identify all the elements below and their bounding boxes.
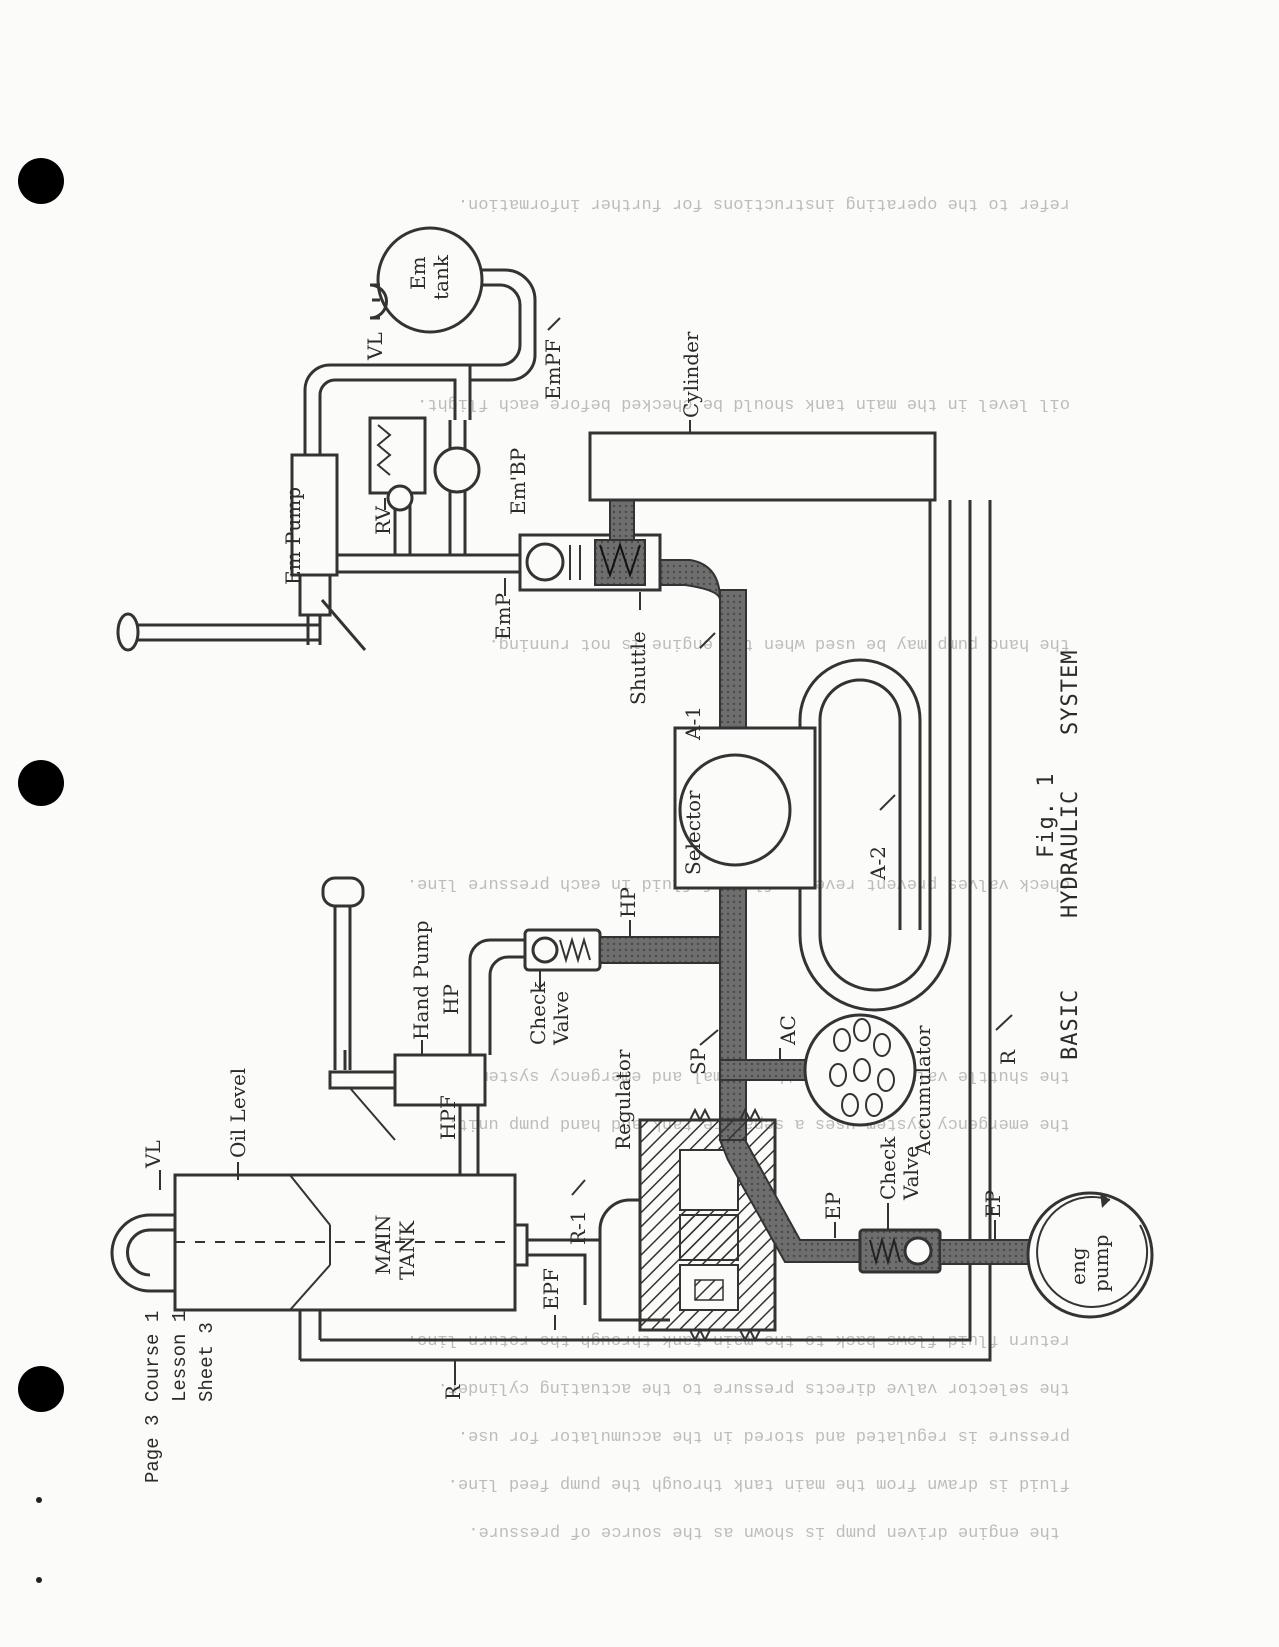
title-hydraulic: HYDRAULIC [1058,790,1083,918]
emergency-pump [116,453,367,652]
relief-valve [368,416,427,512]
accumulator [803,1013,917,1127]
hand-pump [321,876,487,1141]
a2-line [798,500,952,1012]
rv-label: RV [371,506,395,535]
check-valve-upper-label-2: Valve [549,991,573,1046]
em-pump-label: Em Pump [281,487,305,585]
hp-line-label: HP [616,887,640,918]
punch-hole-middle [18,760,64,806]
upper-check-valve [523,928,602,972]
emergency-tank [369,226,484,334]
em-tank-label-1: Em [406,256,430,290]
oil-level-label: Oil Level [226,1068,250,1158]
em-bp-label: Em'BP [506,448,530,515]
hpf-label: HPF [436,1095,460,1140]
epf-label: EPF [539,1268,563,1310]
engine-pump [1026,1191,1154,1319]
empf-label: EmPF [541,339,565,400]
svg-text:the selector valve directs pre: the selector valve directs pressure to t… [437,1378,1070,1397]
regulator [638,1107,861,1343]
margin-mark [36,1577,42,1583]
r-bottom-label: R [441,1384,465,1400]
em-bypass-valve [433,446,481,494]
hp-hand-label: HP [439,984,463,1015]
figure-caption: Fig. 1 [1034,773,1059,858]
shuttle-label: Shuttle [626,631,650,705]
ep-pump-label: EP [981,1190,1005,1218]
hand-pump-label: Hand Pump [409,920,433,1040]
r1-line [598,1198,640,1240]
page-number: Page 3 [142,1415,164,1483]
a2-label: A-2 [866,846,890,881]
feed-lines [458,1100,670,1322]
vl-main-label: VL [141,1140,165,1169]
punch-hole-bottom [18,1366,64,1412]
svg-text:oil level in the main tank sho: oil level in the main tank should be che… [417,394,1070,413]
shuttle-valve [518,533,662,592]
main-tank-label-main: MAIN [371,1215,395,1275]
r1-label: R-1 [566,1210,590,1245]
svg-text:refer to the operating instruc: refer to the operating instructions for … [458,194,1070,213]
vl-em-label: VL [363,332,387,361]
check-valve-lower-label-1: Check [876,1136,900,1200]
em-tank-label-2: tank [429,254,453,300]
eng-pump-label-1: eng [1066,1247,1090,1285]
course-label: Course 1 [142,1311,164,1402]
eng-pump-label-2: pump [1089,1235,1113,1292]
margin-mark [36,1497,42,1503]
svg-text:the hand pump may be used when: the hand pump may be used when the engin… [489,634,1071,653]
punch-hole-top [18,158,64,204]
main-tank-label-tank: TANK [395,1220,419,1280]
regulator-label: Regulator [611,1049,635,1150]
emp-label: EmP [491,593,515,640]
selector-label: Selector [681,790,705,875]
ac-label: AC [776,1015,800,1046]
selector-valve [673,726,817,890]
title-system: SYSTEM [1058,650,1083,735]
r-right-label: R [996,1049,1020,1065]
check-valve-lower-label-2: Valve [899,1146,923,1201]
sp-label: SP [686,1048,710,1075]
cylinder-feed [609,499,635,541]
a1-label: A-1 [681,706,705,741]
svg-text:pressure is regulated and stor: pressure is regulated and stored in the … [458,1426,1070,1445]
ep-regulator-label: EP [821,1192,845,1220]
title-basic: BASIC [1058,989,1083,1060]
main-tank [110,1173,529,1312]
accumulator-label: Accumulator [911,1025,935,1156]
lower-check-valve [858,1228,942,1274]
svg-text:fluid is drawn from the main t: fluid is drawn from the main tank throug… [448,1474,1070,1493]
cylinder-label: Cylinder [679,331,703,418]
diagram-labels: Page 3 Course 1 Lesson 1 Sheet 3 Fig. 1 … [141,254,1113,1483]
svg-text:the engine driven pump is show: the engine driven pump is shown as the s… [468,1522,1060,1541]
sheet-label: Sheet 3 [196,1322,218,1402]
lesson-label: Lesson 1 [169,1311,191,1402]
check-valve-upper-label-1: Check [526,981,550,1045]
show-through-text: the engine driven pump is shown as the s… [407,194,1070,1541]
actuating-cylinder [588,431,937,502]
hand-pump-hp-line [468,938,525,1055]
